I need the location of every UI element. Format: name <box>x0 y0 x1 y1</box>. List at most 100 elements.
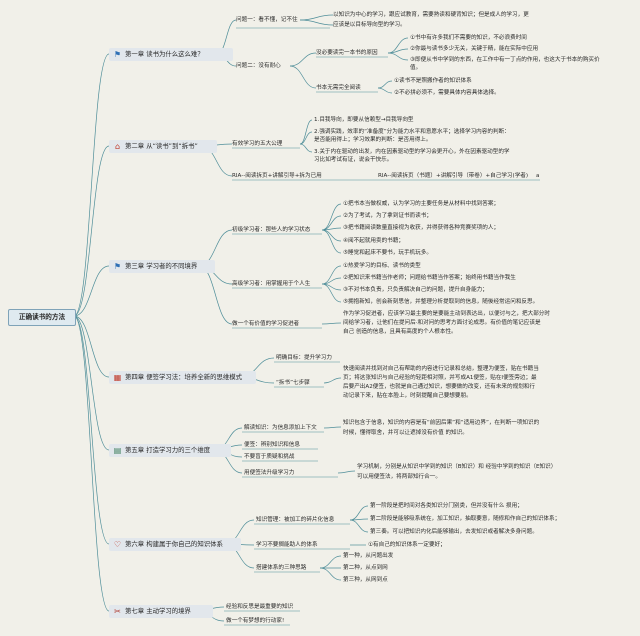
connector-36 <box>321 215 342 231</box>
connector-43 <box>321 283 342 303</box>
ch2-b1-leaf-5: 习比如考试有证，说会干快乐。 <box>314 157 393 163</box>
ch5-b1-leaf-2: 时候，懂得取舍，并可以让遮掉没有价值 的知识。 <box>343 430 468 436</box>
connector-70 <box>319 555 342 569</box>
ch6-b3-leaf-1: 第一种，从问题出发 <box>343 553 394 559</box>
connector-58 <box>323 426 342 429</box>
ch5-b4-leaf-1: 学习机制，分别是从知识中学到的知识（B知识）和 经验中学到的知识（E知识） <box>357 464 557 470</box>
connector-2 <box>73 265 110 317</box>
ch3-branch-3: 做一个有价值的学习促进者 <box>232 321 300 327</box>
connector-25 <box>299 131 313 145</box>
ch6-branch-1: 知识管理：被加工的碎片化信息 <box>256 517 335 523</box>
ch2-b1-leaf-4: 3.关于内在驱动的出发，内在因素驱动型的学习会更开心，外在因素驱动型的学 <box>314 149 510 155</box>
ch1-sub1-leaf-4: 值。 <box>410 65 422 71</box>
ch3-branch-2: 高级学习者：用掌握用于个人生 <box>232 281 311 287</box>
ch2-branch-2: RIA--阅读拆页+讲解引导+拆为已用 <box>232 173 322 179</box>
ch5-branch-2: 便签：辨别知识和信息 <box>244 442 300 448</box>
connector-0 <box>73 53 110 317</box>
connector-66 <box>349 505 369 521</box>
tools-icon: ✂ <box>114 607 121 616</box>
ch1-sub1-leaf-2: ②你最与读书多少无关，关键于精，能在实际中应用 <box>410 46 539 52</box>
connector-35 <box>321 203 342 231</box>
ch3-b1-leaf-1: ①把书本当做权威，认为学习的主要任务是从材料中找到答案； <box>343 201 500 207</box>
ch2-b2-leaf-1: RIA--阅读拆页（书题）+讲解引导（带卷）+自己学习(学者) <box>378 173 529 179</box>
connector-3 <box>73 315 110 378</box>
chapter-1-node: ⚑ 第一章 读书为什么这么难？ <box>109 48 233 61</box>
connector-24 <box>299 119 313 145</box>
ch6-b1-leaf-3: 第三奏。可以把知识内化后能够输出，去发知识或者解决多身问题。 <box>370 529 538 535</box>
chapter-7-title: 第七章 主动学习的境界 <box>125 607 191 615</box>
ch1-sub1-leaf-1: ①书中有许多我们不需要的知识，不必浪费时间 <box>410 35 527 41</box>
ch1-sub2-leaf-2: ②不必拼必须不，需要具体内容具体选择。 <box>394 90 500 96</box>
chapter-4-title: 第四章 便签学习法：培养全新的思维模式 <box>125 373 243 381</box>
connector-6 <box>73 315 110 612</box>
ch3-b3-leaf-1: 作为学习促进者，应该学习最主要的是要能主动到表达出，以便讨与之，把大部分时 <box>343 311 550 317</box>
connector-1 <box>73 145 110 317</box>
ch4-b2-leaf-1: 快速阅读并找到对自己有帮助的内容进行记录和总结，整理为便签，贴在书籍当 <box>343 366 539 372</box>
flag-icon: ⚑ <box>113 262 122 271</box>
ch3-b2-leaf-3: ③不对书本负责，只负责解决自己的问题，提升自身能力； <box>343 287 488 293</box>
ch5-b4-leaf-2: 可以用便签法，将两部知行合一。 <box>357 474 441 480</box>
ch3-b3-leaf-3: 自己 创造的信息，且具有高度的个人根本性。 <box>343 329 457 335</box>
connector-10 <box>299 14 334 21</box>
ch6-branch-2: 学习不要搁能助人的体系 <box>256 542 318 548</box>
ch3-b1-leaf-3: ③把书籍阅读数量直接视为收获，并得获得各种竞赛奖项的人； <box>343 225 500 231</box>
connector-5 <box>73 315 110 545</box>
connector-13 <box>289 65 317 89</box>
chapter-3-title: 第三章 学习者的不同境界 <box>125 262 198 270</box>
root-node: 正确读书的方法 <box>8 309 76 326</box>
connector-19 <box>377 80 393 89</box>
ch6-b1-leaf-2: 第二阶段是能够吸系统在，加工知识，抽取要意，随修和作自己的知识体系； <box>370 516 561 522</box>
ch4-b2-leaf-4: 动记录下来，贴在本脸上，时刻提醒自己要想要朋。 <box>343 393 472 399</box>
heart-icon: ♡ <box>113 540 122 549</box>
chapter-2-title: 第二章 从“读书”到“拆书” <box>125 142 198 150</box>
calendar-icon: ▦ <box>113 373 122 382</box>
connector-68 <box>349 519 369 533</box>
ch6-b1-leaf-1: 第一阶段是把时间对各类知识分门别类，但并没有什么 损用； <box>370 503 523 509</box>
ch1-b2-sub-2: 书本无需完全阅读 <box>316 85 361 91</box>
ch6-b3-leaf-3: 第三种，从网到点 <box>343 577 388 583</box>
ch3-b3-leaf-2: 间给学习者，让他们在提问后·和对问的思考方面讨论成思。有价值的笔记应该是 <box>343 320 541 326</box>
flag-icon: ⚑ <box>113 50 122 59</box>
ch1-b1-leaf-2: 应该是以目标导向型的学习。 <box>333 22 406 28</box>
ch6-branch-3: 搭建体系的三种思路 <box>256 565 307 571</box>
connector-44 <box>321 322 342 325</box>
ch1-b2-sub-1: 没必要读完一本书的原因 <box>316 50 378 56</box>
document-icon: ▤ <box>113 446 122 455</box>
ch3-b1-leaf-4: ④阅不起就用卖的书籍； <box>343 238 404 244</box>
ch1-branch-1: 问题一：看不懂，记不住 <box>236 17 298 23</box>
ch7-branch-1: 经验和反思是最重要的知识 <box>226 604 294 610</box>
connector-12 <box>289 52 317 67</box>
home-icon: ⌂ <box>114 142 121 151</box>
ch6-b3-leaf-2: 第二种，从点到网 <box>343 565 388 571</box>
ch3-b2-leaf-1: ①热爱学习的目标、读书的类型 <box>343 263 421 269</box>
ch2-branch-1: 有效学习的五大公理 <box>232 141 283 147</box>
ch2-b2-tail: a <box>536 173 540 179</box>
chapter-2-node: ⌂ 第二章 从“读书”到“拆书” <box>109 140 217 153</box>
ch5-b1-leaf-1: 知识包含于信息，知识的内容是有“前因后果”和“适用边界”，在判断一项知识的 <box>343 420 540 426</box>
ch3-b1-leaf-2: ②为了考试，为了拿到证书而读书； <box>343 213 432 219</box>
ch1-branch-2: 问题二：没有耐心 <box>236 63 281 69</box>
ch3-branch-1: 初级学习者：那些人的学习状态 <box>232 227 311 233</box>
ch4-b2-leaf-3: 后要产出A2便签，也就是自己通过知识，想要做的改变，还有未来的规划和行 <box>343 384 535 390</box>
connector-40 <box>321 265 342 285</box>
connector-11 <box>299 19 334 26</box>
chapter-6-title: 第六章 构建属于你自己的知识体系 <box>125 540 223 548</box>
ch1-sub2-leaf-1: ①读书不是照搬作者的知识体系 <box>394 78 472 84</box>
chapter-3-node: ⚑ 第三章 学习者的不同境界 <box>109 260 215 273</box>
connector-72 <box>319 567 342 581</box>
chapter-5-title: 第五章 打造学习力的三个维度 <box>125 446 211 454</box>
connector-26 <box>299 143 313 153</box>
ch3-b2-leaf-4: ⑤拥抱新知，创会新刻思信，并整理分析提取到的信息，随後经常运问和反思。 <box>343 299 539 305</box>
connector-59 <box>337 470 356 474</box>
chapter-6-node: ♡ 第六章 构建属于你自己的知识体系 <box>109 538 241 551</box>
ch2-b1-leaf-2: 2.强调实践，效率的“准备度”分为能力水平和意愿水平；选择学习内容的判断： <box>314 129 510 135</box>
chapter-1-title: 第一章 读书为什么这么难？ <box>125 50 204 58</box>
connector-4 <box>73 315 110 451</box>
connector-49 <box>323 377 342 384</box>
ch5-branch-3: 不要盲于质疑和挑战 <box>244 454 295 460</box>
ch3-b2-leaf-2: ②把知识来书籍当作老师；问题给书籍当作答案；始终用书籍当作我生 <box>343 275 516 281</box>
connector-20 <box>377 87 393 94</box>
ch4-branch-2: “拆书”七步骤 <box>276 380 310 386</box>
chapter-4-node: ▦ 第四章 便签学习法：培养全新的思维模式 <box>109 371 256 384</box>
